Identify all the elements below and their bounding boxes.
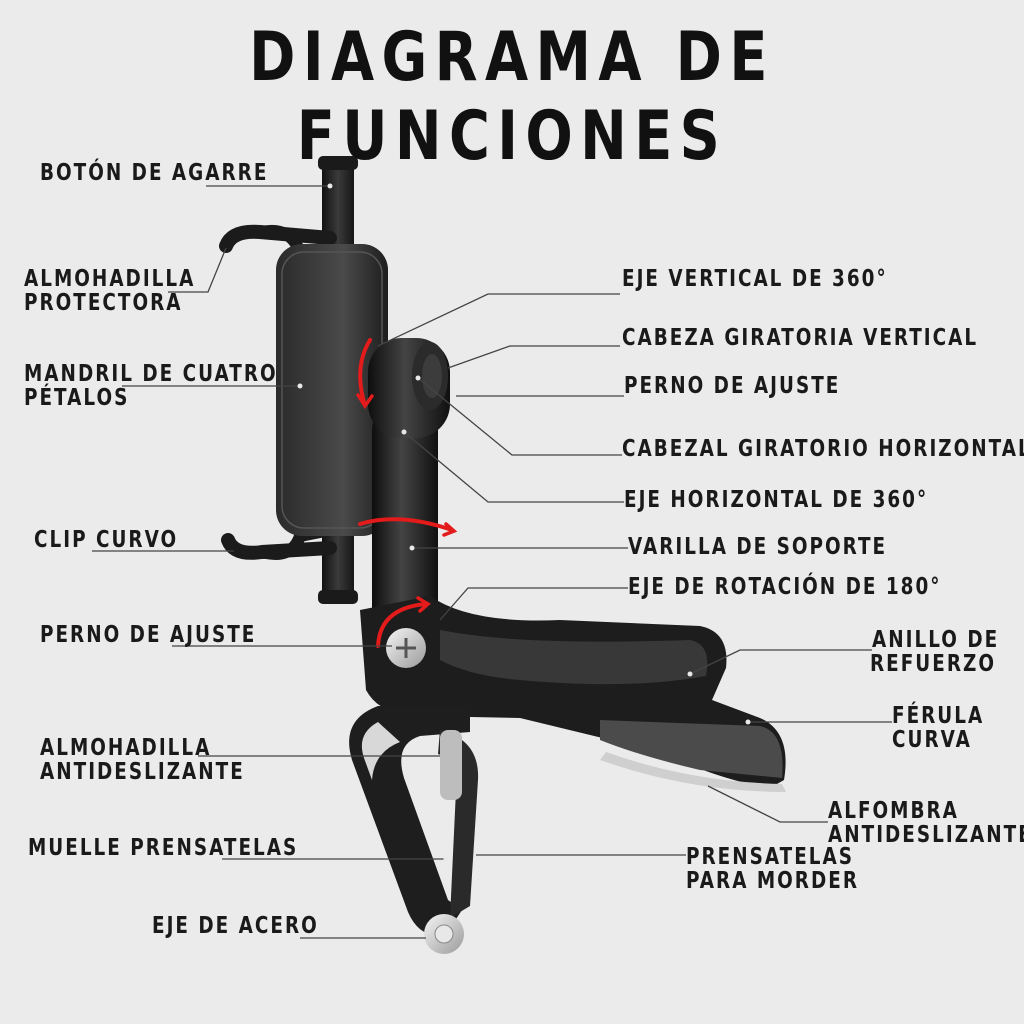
label-almohadilla-protectora-line2: PROTECTORA bbox=[24, 290, 183, 316]
label-eje-vertical: EJE VERTICAL DE 360° bbox=[622, 266, 888, 292]
label-almohadilla-antideslizante-line2: ANTIDESLIZANTE bbox=[40, 759, 245, 785]
label-anillo-line2: REFUERZO bbox=[870, 651, 996, 677]
label-alfombra-line1: ALFOMBRA bbox=[828, 798, 959, 824]
page-title: DIAGRAMA DE FUNCIONES bbox=[249, 18, 775, 176]
label-eje-acero: EJE DE ACERO bbox=[152, 913, 319, 939]
label-perno-ajuste-right: PERNO DE AJUSTE bbox=[624, 373, 841, 399]
anchor-dots bbox=[297, 183, 751, 862]
label-mandril-line1: MANDRIL DE CUATRO bbox=[24, 361, 278, 387]
label-almohadilla-protectora-line1: ALMOHADILLA bbox=[24, 266, 196, 292]
rotation-arrows bbox=[356, 338, 458, 648]
label-eje-horizontal: EJE HORIZONTAL DE 360° bbox=[624, 487, 929, 513]
adjustment-bolt bbox=[386, 628, 426, 668]
label-clip-curvo: CLIP CURVO bbox=[34, 527, 179, 553]
label-boton-agarre: BOTÓN DE AGARRE bbox=[40, 160, 269, 186]
label-ferula-line1: FÉRULA bbox=[892, 703, 985, 729]
label-mandril-line2: PÉTALOS bbox=[24, 385, 130, 411]
label-ferula-line2: CURVA bbox=[892, 727, 972, 753]
label-alfombra-line2: ANTIDESLIZANTE bbox=[828, 822, 1024, 848]
clip-jaw bbox=[349, 706, 479, 936]
label-perno-ajuste-left: PERNO DE AJUSTE bbox=[40, 622, 257, 648]
label-cabeza-giratoria: CABEZA GIRATORIA VERTICAL bbox=[622, 325, 979, 351]
base-clamp bbox=[360, 596, 786, 792]
label-prensatelas-line2: PARA MORDER bbox=[686, 868, 859, 894]
steel-axle bbox=[424, 914, 464, 954]
label-anillo-line1: ANILLO DE bbox=[872, 627, 1000, 653]
label-prensatelas-line1: PRENSATELAS bbox=[686, 844, 855, 870]
lower-clip-arm bbox=[221, 524, 337, 560]
label-varilla-soporte: VARILLA DE SOPORTE bbox=[628, 534, 888, 560]
label-cabezal-horizontal: CABEZAL GIRATORIO HORIZONTAL bbox=[622, 436, 1024, 462]
rotating-head bbox=[368, 338, 450, 438]
label-muelle-prensatelas: MUELLE PRENSATELAS bbox=[28, 835, 299, 861]
label-eje-rotacion: EJE DE ROTACIÓN DE 180° bbox=[628, 574, 942, 600]
leader-lines bbox=[92, 185, 892, 939]
label-almohadilla-antideslizante-line1: ALMOHADILLA bbox=[40, 735, 212, 761]
